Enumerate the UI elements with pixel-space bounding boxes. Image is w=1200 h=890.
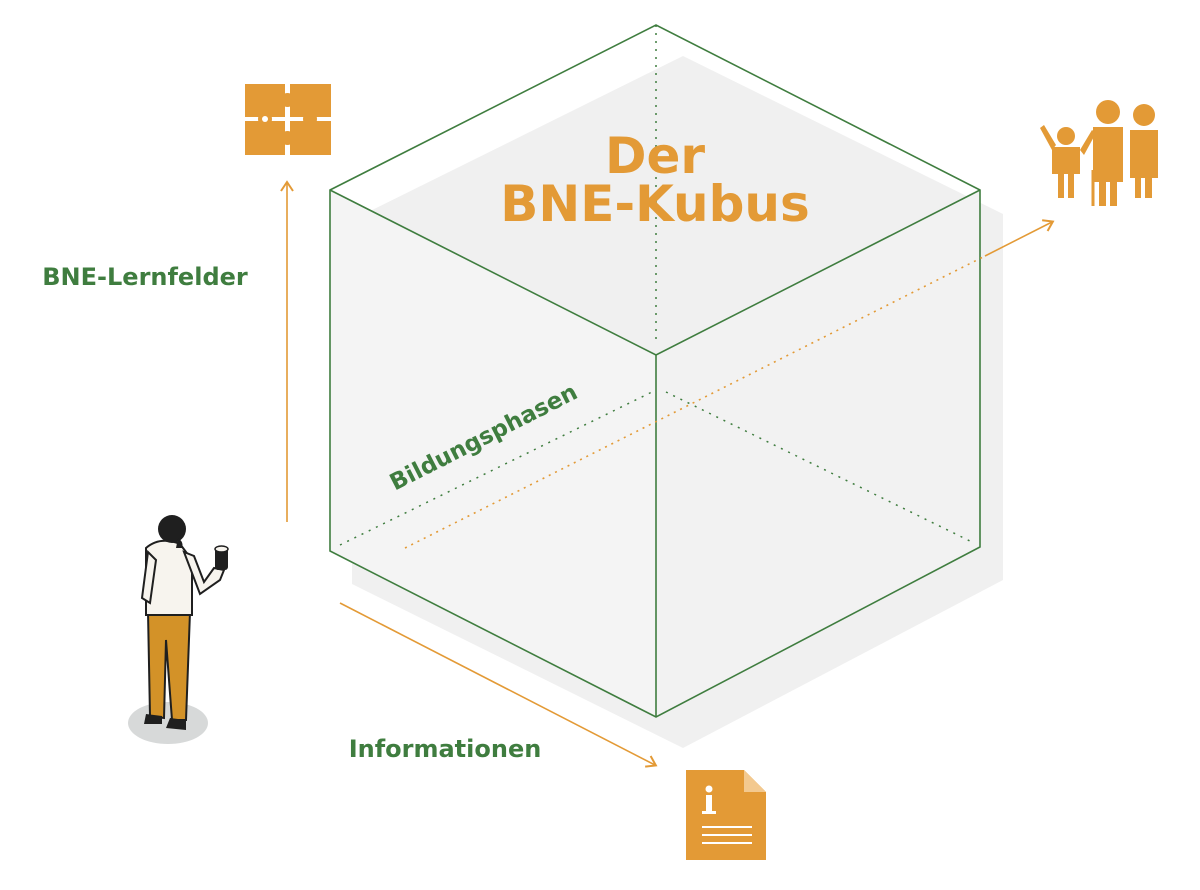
cube-title-line1: Der bbox=[605, 127, 705, 185]
diagonal-axis-arrow bbox=[984, 219, 1055, 257]
cube-outline bbox=[329, 24, 981, 718]
observer-person-figure bbox=[128, 515, 229, 744]
vertical-axis-label: BNE-Lernfelder bbox=[42, 263, 248, 291]
cube-title-line2: BNE-Kubus bbox=[500, 175, 809, 233]
info-document-icon bbox=[686, 770, 766, 860]
cube-right-face bbox=[656, 190, 980, 717]
puzzle-icon bbox=[245, 84, 331, 155]
horizontal-axis-arrow bbox=[339, 602, 658, 768]
horizontal-axis-label: Informationen bbox=[349, 735, 542, 763]
cube-hidden-edge-right bbox=[665, 391, 973, 543]
cube-left-face bbox=[330, 190, 656, 717]
people-group-icon bbox=[1040, 100, 1158, 206]
